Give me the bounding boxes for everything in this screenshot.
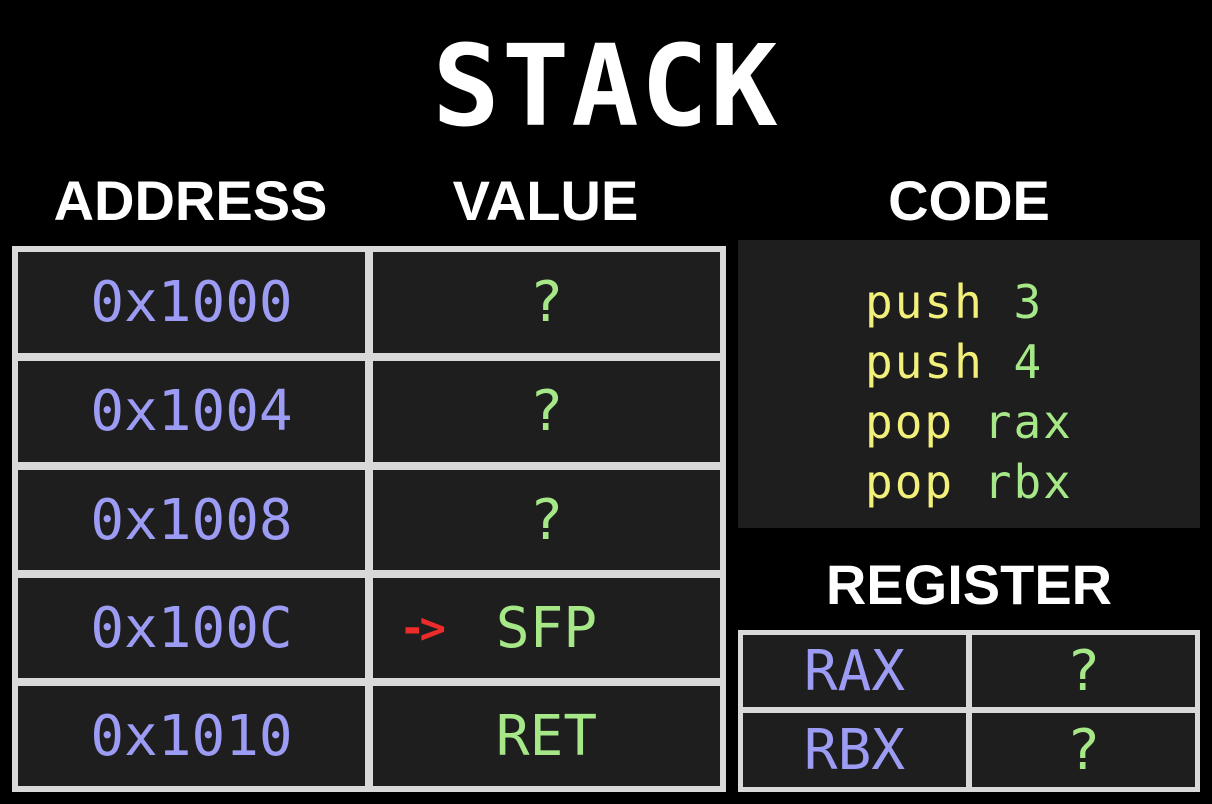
stack-value-cell: ? <box>373 361 720 462</box>
stack-value-text: RET <box>495 703 598 769</box>
code-header: CODE <box>888 169 1050 232</box>
register-value-cell: ? <box>972 635 1195 707</box>
code-instruction: push <box>865 335 984 389</box>
stack-value-text: SFP <box>495 595 598 661</box>
register-header: REGISTER <box>825 553 1113 616</box>
stack-address-cell: 0x100C <box>18 578 365 678</box>
register-value-cell: ? <box>972 713 1195 787</box>
code-panel: push 3 push 4 pop rax pop rbx <box>738 240 1200 528</box>
address-column-header: ADDRESS <box>53 169 328 232</box>
register-name-cell: RBX <box>743 713 966 787</box>
stack-address-cell: 0x1004 <box>18 361 365 462</box>
value-column-header: VALUE <box>452 169 639 232</box>
code-operand: 3 <box>1013 275 1044 329</box>
code-operand: rax <box>983 395 1073 449</box>
code-instruction: push <box>865 275 984 329</box>
stack-address-cell: 0x1008 <box>18 470 365 570</box>
stack-address-cell: 0x1010 <box>18 686 365 786</box>
stack-value-cell: RET <box>373 686 720 786</box>
stack-address-cell: 0x1000 <box>18 252 365 353</box>
code-operand: rbx <box>983 455 1073 509</box>
register-table: RAX ? RBX ? <box>738 630 1200 792</box>
page-title: STACK <box>432 22 780 152</box>
code-line: push 3 <box>865 272 1043 332</box>
register-name-cell: RAX <box>743 635 966 707</box>
stack-value-cell: ? <box>373 252 720 353</box>
code-line: pop rbx <box>865 452 1073 512</box>
stack-table: 0x1000 ? 0x1004 ? 0x1008 ? 0x100C -> SFP… <box>12 246 726 792</box>
code-instruction: pop <box>865 455 955 509</box>
code-line: pop rax <box>865 392 1073 452</box>
stack-pointer-arrow-icon: -> <box>399 602 446 654</box>
stack-value-cell: -> SFP <box>373 578 720 678</box>
stack-value-cell: ? <box>373 470 720 570</box>
stack-value-text: ? <box>529 487 564 553</box>
code-operand: 4 <box>1013 335 1044 389</box>
stack-value-text: ? <box>529 270 564 335</box>
code-line: push 4 <box>865 332 1043 392</box>
code-instruction: pop <box>865 395 955 449</box>
stack-value-text: ? <box>529 379 564 444</box>
